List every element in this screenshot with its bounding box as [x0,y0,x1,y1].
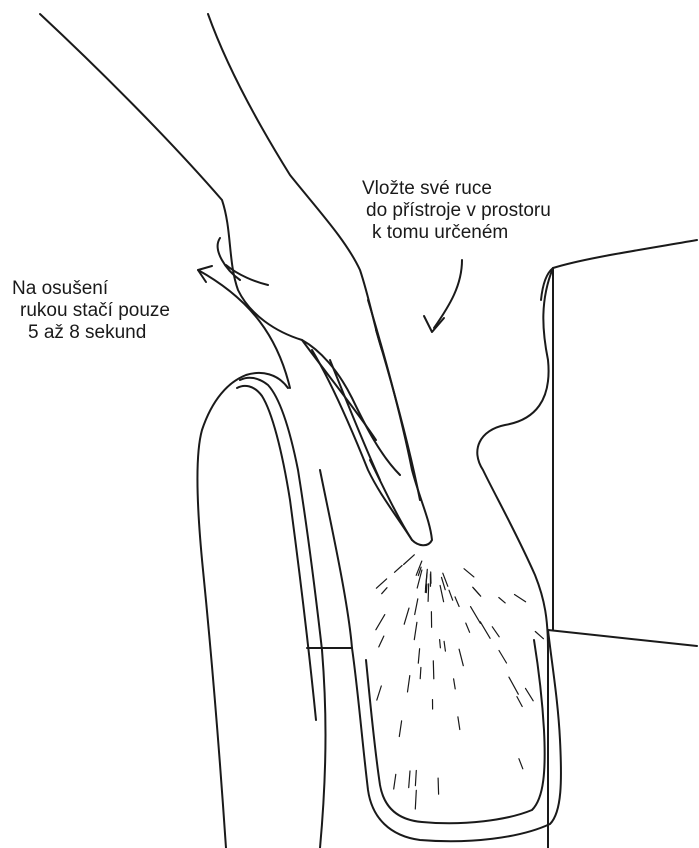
insert-hands-label: Vložte své ruce do přístroje v prostoru … [362,178,551,244]
spray-streak [415,771,416,786]
spray-streak [449,590,453,600]
spray-streak [404,555,415,565]
spray-streak [420,668,421,679]
spray-streak [509,677,518,694]
spray-streak [414,622,417,639]
spray-streak [409,771,410,788]
drying-time-line-2: rukou stačí pouze [12,300,170,322]
spray-streak [376,579,386,588]
spray-streak [440,640,441,648]
dryer-basin [320,470,561,841]
down-arrow-icon [424,260,462,332]
spray-streak [517,697,522,707]
dryer-left-housing [198,373,352,848]
spray-streak [464,569,474,577]
spray-streak [466,623,470,632]
spray-streak [394,774,396,789]
spray-streak [418,649,419,664]
spray-streak [459,649,463,666]
insert-hands-line-3: k tomu určeném [362,222,551,244]
spray-streak [480,622,490,639]
spray-streak [433,661,434,679]
spray-streak [395,566,403,573]
spray-streak [415,599,418,615]
spray-streak [440,586,444,602]
spray-streak [471,607,481,624]
spray-streak [444,641,445,651]
spray-streak [404,608,409,624]
spray-streak [379,636,384,647]
spray-streak [382,588,387,594]
spray-streak [499,598,505,603]
spray-streak [499,651,507,664]
spray-streak [473,587,481,596]
spray-streak [377,686,382,700]
drying-time-line-1: Na osušení [12,278,170,300]
insert-hands-line-2: do přístroje v prostoru [362,200,551,222]
spray-streak [458,717,460,730]
spray-streak [428,584,429,602]
up-left-arrow-icon [198,266,290,388]
spray-streak [535,632,543,639]
drying-time-label: Na osušení rukou stačí pouze 5 až 8 seku… [12,278,170,344]
spray-streak [408,676,410,692]
drying-time-line-3: 5 až 8 sekund [12,322,170,344]
spray-streak [415,790,416,809]
spray-streak [454,679,456,689]
spray-streak [438,778,439,794]
spray-streak [399,721,401,737]
air-spray [376,555,544,809]
dryer-right-housing [477,240,697,848]
spray-streak [515,595,526,602]
spray-streak [376,615,385,630]
spray-streak [519,759,523,769]
spray-streak [492,627,499,637]
spray-streak [455,597,459,607]
spray-streak [526,688,534,700]
insert-hands-line-1: Vložte své ruce [362,178,551,200]
